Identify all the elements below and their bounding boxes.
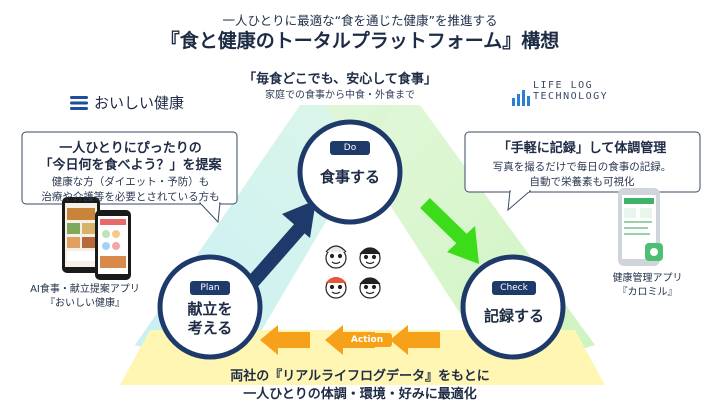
footer-line-1: 両社の『リアルライフログデータ』をもとに	[230, 369, 490, 384]
bar-chart-logo-icon	[512, 90, 530, 106]
right-speech-bubble	[464, 131, 701, 212]
do-label: 食事する	[319, 168, 380, 186]
check-tag-bg	[492, 281, 536, 295]
do-tag-bg	[330, 141, 370, 155]
left-speech-bubble	[21, 131, 238, 224]
lifelog-logo-line-1: LIFE LOG	[533, 80, 594, 91]
people-illustration	[325, 245, 381, 299]
right-app-caption-line-1: 健康管理アプリ	[612, 273, 683, 284]
lifelog-logo-line-2: TECHNOLOGY	[533, 91, 609, 102]
plan-node	[157, 254, 263, 360]
calomeal-app-screen	[618, 188, 663, 266]
do-node	[297, 119, 403, 225]
do-callout-sub: 家庭での食事から中食・外食まで	[265, 90, 415, 101]
left-app-caption-line-1: AI食事・献立提案アプリ	[30, 284, 140, 295]
oishii-kenko-app-screens	[62, 197, 131, 280]
action-tag-bg	[342, 333, 392, 347]
page-title: 『食と健康のトータルプラットフォーム』構想	[160, 30, 560, 52]
left-bubble-heading-line-2: 「今日何を食べよう？」を提案	[39, 158, 222, 173]
plan-label-line-1: 献立を	[187, 300, 233, 318]
check-tag: Check	[500, 283, 528, 293]
left-bubble-sub-line-2: 治療や介護等を必要とされている方も	[41, 191, 220, 203]
do-to-check-arrow	[420, 197, 479, 264]
page-subtitle: 一人ひとりに最適な“食を通じた健康”を推進する	[222, 13, 498, 28]
plan-label: 献立を 考える	[168, 300, 252, 338]
do-tag: Do	[343, 143, 357, 153]
plan-label-line-2: 考える	[187, 319, 233, 337]
left-bubble-heading: 一人ひとりにぴったりの 「今日何を食べよう？」を提案	[28, 140, 233, 174]
left-app-caption-line-2: 『おいしい健康』	[45, 298, 125, 309]
left-bubble-sub-line-1: 健康な方（ダイエット・予防）も	[51, 176, 210, 188]
left-bubble-heading-line-1: 一人ひとりにぴったりの	[59, 141, 202, 156]
right-app-caption-line-2: 『カロミル』	[617, 287, 678, 298]
right-bubble-sub-line-2: 自動で栄養素も可視化	[529, 176, 635, 188]
action-tag: Action	[350, 335, 384, 345]
right-bubble-sub-line-1: 写真を撮るだけで毎日の食事の記録。	[492, 161, 672, 173]
oishii-kenko-app-caption: AI食事・献立提案アプリ 『おいしい健康』	[20, 283, 150, 311]
left-bubble-sub: 健康な方（ダイエット・予防）も 治療や介護等を必要とされている方も	[28, 175, 233, 205]
do-callout-heading: 「毎食どこでも、安心して食事」	[243, 72, 437, 87]
footer-line-2: 一人ひとりの体調・環境・好みに最適化	[243, 387, 477, 402]
do-callout-box	[228, 64, 450, 104]
plan-tag: Plan	[200, 283, 220, 293]
right-bubble-heading: 「手軽に記録」して体調管理	[497, 141, 667, 156]
oishii-kenko-brand: おいしい健康	[68, 92, 208, 114]
right-bubble-sub: 写真を撮るだけで毎日の食事の記録。 自動で栄養素も可視化	[467, 160, 697, 190]
oishii-kenko-logo-text: おいしい健康	[94, 94, 185, 112]
check-node	[460, 254, 566, 360]
plan-tag-bg	[190, 281, 230, 295]
calomeal-app-caption: 健康管理アプリ 『カロミル』	[585, 272, 710, 300]
plan-to-do-arrow	[244, 200, 316, 290]
check-label: 記録する	[483, 307, 544, 325]
stacked-bars-logo-icon	[70, 96, 88, 110]
lifelog-technology-brand: LIFE LOG TECHNOLOGY	[511, 80, 651, 110]
